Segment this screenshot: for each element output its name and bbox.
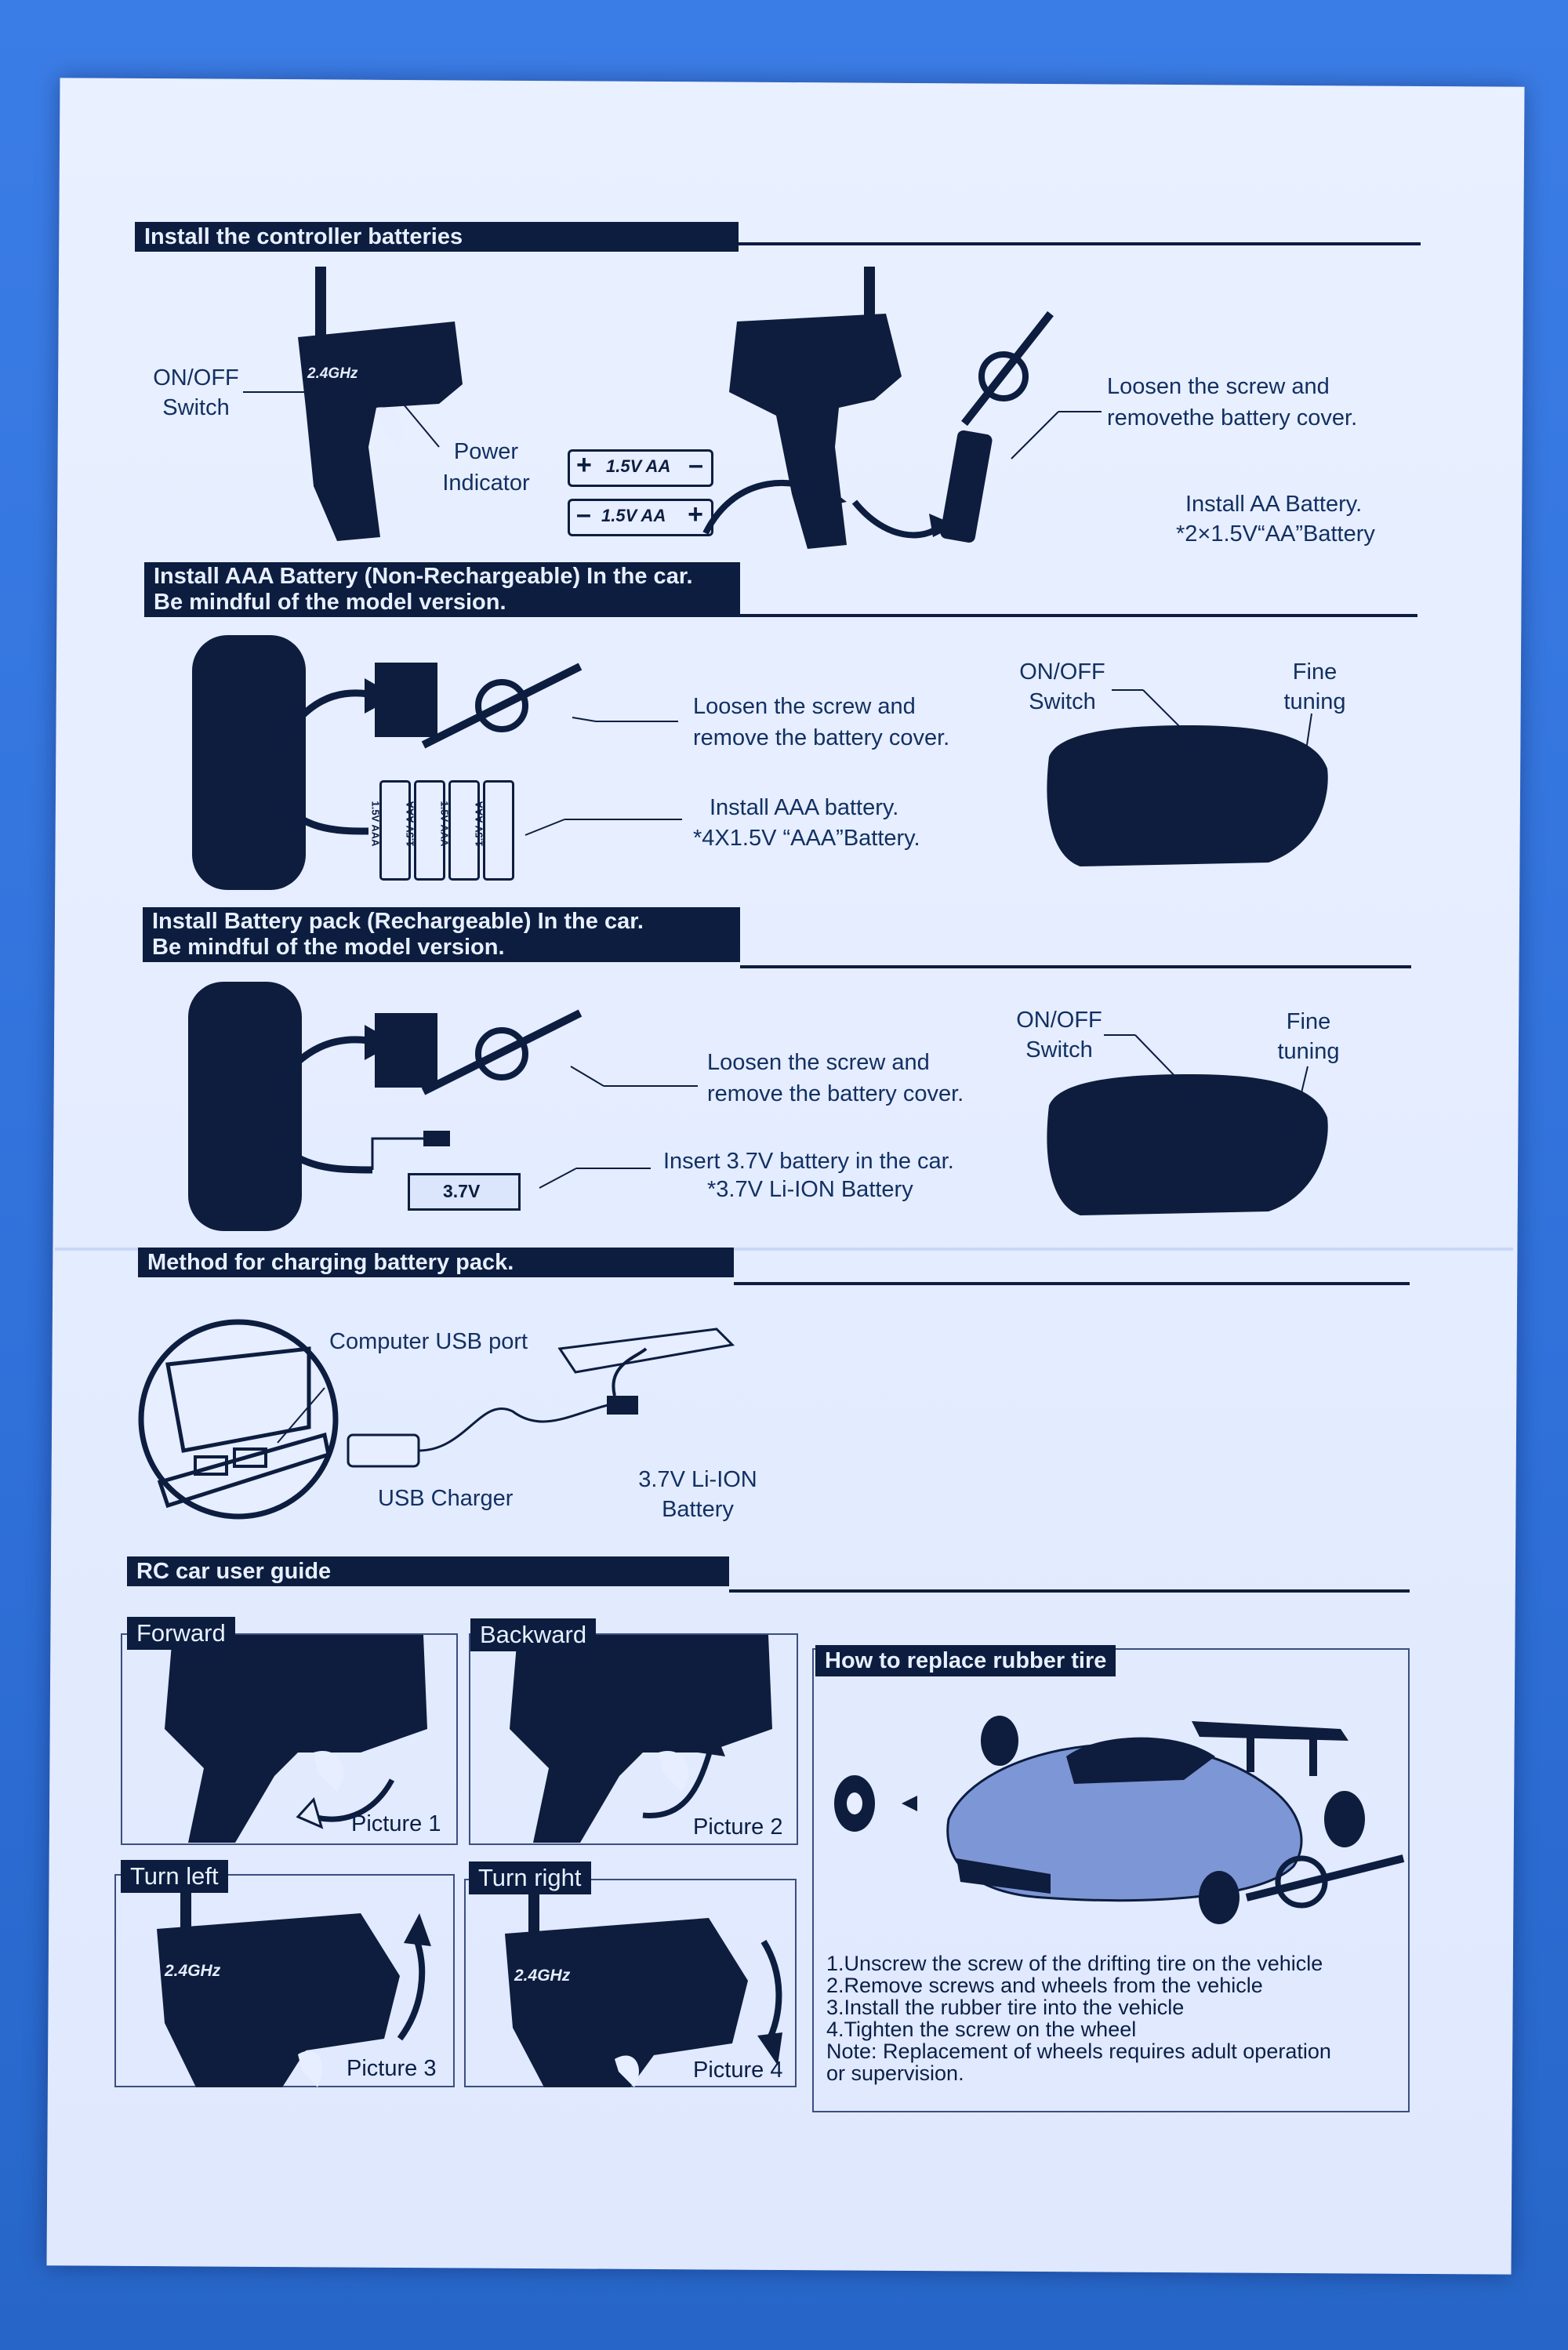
li-ion-label-line2: Battery — [662, 1497, 734, 1522]
guide-tag-forward: Forward — [127, 1617, 235, 1650]
tire-replacement-title: How to replace rubber tire — [815, 1645, 1116, 1676]
guide-panel-forward — [121, 1633, 458, 1845]
guide-panel-backward — [469, 1633, 798, 1845]
section-header-aaa-line1: Install AAA Battery (Non-Rechargeable) I… — [154, 564, 693, 589]
aa-battery-1-label: 1.5V AA — [606, 456, 671, 476]
car-bottom-aaa-illustration — [192, 635, 583, 890]
aaa-fine-line1: Fine — [1292, 659, 1338, 685]
aaa-loosen-line2: remove the battery cover. — [693, 725, 950, 750]
aaa-cells: 1.5V AAA 1.5V AAA 1.5V AAA 1.5V AAA — [370, 780, 514, 881]
guide-picture-4: Picture 4 — [693, 2058, 783, 2083]
section-header-aaa: Install AAA Battery (Non-Rechargeable) I… — [144, 562, 740, 617]
aaa-fine-line2: tuning — [1283, 689, 1346, 714]
tire-step-4: 4.Tighten the screw on the wheel — [826, 2018, 1137, 2041]
leader-lines-aaa — [524, 717, 682, 836]
backward-controller-illustration — [510, 1635, 772, 1843]
aaa-install-line2: *4X1.5V “AAA”Battery. — [693, 826, 920, 851]
li-ion-label-line1: 3.7V Li-ION — [638, 1467, 757, 1492]
usb-charging-illustration — [138, 1319, 735, 1520]
guide-panel-turn-left — [114, 1874, 455, 2087]
loosen-line1: Loosen the screw and — [1107, 374, 1330, 399]
aa-battery-1: + 1.5V AA – — [568, 449, 713, 487]
aaa-loosen-line1: Loosen the screw and — [693, 694, 916, 719]
controller-open-illustration — [702, 267, 1054, 549]
usb-charger-label: USB Charger — [378, 1486, 514, 1511]
turn-left-controller-illustration: 2.4GHz — [157, 1882, 431, 2087]
paper-fold — [55, 1247, 1513, 1251]
aaa-cell-label-2: 1.5V AAA — [404, 801, 416, 847]
aaa-cell-label-3: 1.5V AAA — [438, 801, 451, 847]
guide-tag-turn-right: Turn right — [469, 1861, 591, 1894]
aaa-cell-label-4: 1.5V AAA — [473, 801, 485, 847]
aaa-cell-label-1: 1.5V AAA — [369, 801, 382, 847]
section-header-aaa-line2: Be mindful of the model version. — [154, 590, 506, 615]
guide-picture-3: Picture 3 — [347, 2056, 437, 2081]
turn-right-controller-illustration: 2.4GHz — [505, 1887, 782, 2087]
section-header-controller-batteries: Install the controller batteries — [135, 222, 739, 252]
section-rule — [740, 965, 1411, 968]
li-ion-pack-label: 3.7V — [443, 1181, 481, 1201]
section-rule — [739, 242, 1421, 245]
usb-port-label: Computer USB port — [329, 1329, 528, 1354]
car-top-aaa-illustration — [1047, 689, 1328, 866]
section-header-pack-line2: Be mindful of the model version. — [152, 935, 505, 960]
guide-picture-2: Picture 2 — [693, 1814, 783, 1840]
pack-fine-line2: tuning — [1277, 1039, 1340, 1064]
section-rule — [740, 614, 1417, 617]
guide-picture-1: Picture 1 — [351, 1811, 441, 1836]
car-tire-illustration — [834, 1716, 1405, 1924]
pack-insert-line2: *3.7V Li-ION Battery — [707, 1177, 913, 1202]
loosen-line2: removethe battery cover. — [1107, 405, 1358, 430]
car-top-pack-illustration — [1047, 1034, 1328, 1215]
section-rule — [734, 1282, 1410, 1285]
power-label-line2: Indicator — [442, 470, 530, 496]
forward-controller-illustration — [165, 1635, 427, 1843]
pack-onoff-line2: Switch — [1025, 1037, 1093, 1062]
power-label-line1: Power — [453, 439, 519, 464]
li-ion-pack: 3.7V — [408, 1173, 521, 1211]
onoff-label-line1: ON/OFF — [153, 365, 239, 390]
section-header-charging: Method for charging battery pack. — [138, 1248, 734, 1277]
pack-fine-line1: Fine — [1286, 1009, 1331, 1034]
tire-note-line2: or supervision. — [826, 2061, 964, 2085]
tire-step-1: 1.Unscrew the screw of the drifting tire… — [826, 1952, 1323, 1975]
onoff-label-line2: Switch — [162, 395, 230, 420]
aa-battery-2-label: 1.5V AA — [601, 506, 666, 525]
section-rule — [729, 1589, 1410, 1593]
section-header-user-guide: RC car user guide — [127, 1556, 729, 1586]
aaa-install-line1: Install AAA battery. — [710, 795, 899, 820]
leader-lines-pack — [539, 1066, 698, 1189]
leader-line-screw — [1011, 411, 1102, 459]
controller-freq-label: 2.4GHz — [307, 365, 358, 382]
tire-note-line1: Note: Replacement of wheels requires adu… — [826, 2039, 1331, 2063]
aaa-onoff-line2: Switch — [1029, 689, 1096, 714]
aa-battery-2: – 1.5V AA + — [568, 499, 713, 536]
guide-tag-turn-left: Turn left — [121, 1860, 228, 1893]
turn-left-freq: 2.4GHz — [164, 1962, 221, 1980]
pack-onoff-line1: ON/OFF — [1016, 1008, 1102, 1033]
pack-insert-line1: Insert 3.7V battery in the car. — [663, 1149, 954, 1174]
tire-step-2: 2.Remove screws and wheels from the vehi… — [826, 1974, 1263, 1997]
leader-lines — [243, 391, 440, 448]
install-aa-line2: *2×1.5V“AA”Battery — [1176, 521, 1375, 547]
controller-illustration — [298, 267, 463, 541]
pack-loosen-line1: Loosen the screw and — [707, 1050, 930, 1075]
section-header-pack: Install Battery pack (Rechargeable) In t… — [143, 907, 740, 962]
car-bottom-pack-illustration — [188, 982, 583, 1231]
pack-loosen-line2: remove the battery cover. — [707, 1081, 964, 1106]
section-header-pack-line1: Install Battery pack (Rechargeable) In t… — [152, 909, 644, 934]
turn-right-freq: 2.4GHz — [514, 1967, 571, 1985]
aaa-onoff-line1: ON/OFF — [1019, 659, 1105, 685]
guide-tag-backward: Backward — [470, 1618, 597, 1651]
install-aa-line1: Install AA Battery. — [1185, 492, 1363, 517]
tire-step-3: 3.Install the rubber tire into the vehic… — [826, 1996, 1185, 2019]
